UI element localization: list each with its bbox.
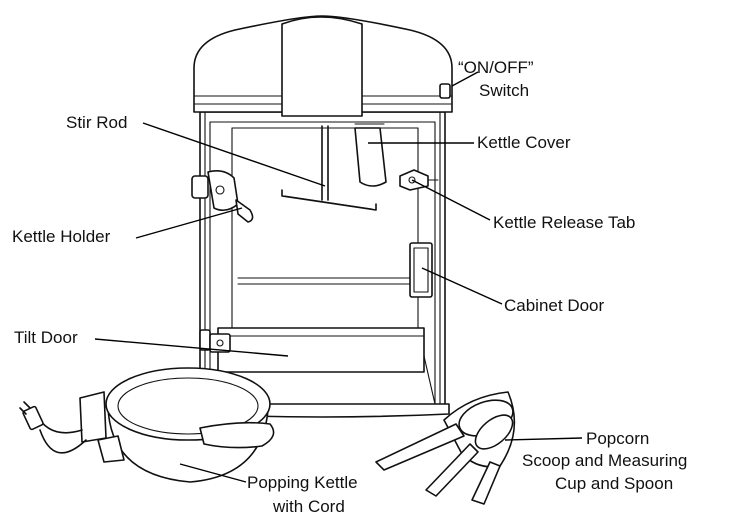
label-popcorn-line3: Cup and Spoon (555, 474, 673, 493)
label-on-off-line1: “ON/OFF” (458, 58, 534, 77)
kettle-holder (191, 170, 254, 223)
popping-kettle (19, 367, 275, 483)
part-labels: “ON/OFF” Switch Stir Rod Kettle Cover Ke… (12, 58, 687, 516)
label-popping-kettle-line1: Popping Kettle (247, 473, 358, 492)
leader-tilt-door (94, 338, 289, 357)
cabinet-door-handle (409, 242, 433, 298)
leader-kettle-holder (135, 207, 243, 239)
label-tilt-door: Tilt Door (14, 328, 78, 347)
label-popping-kettle-line2: with Cord (272, 497, 345, 516)
label-cabinet-door: Cabinet Door (504, 296, 605, 315)
label-stir-rod: Stir Rod (66, 113, 127, 132)
popcorn-machine-cabinet (191, 15, 453, 418)
on-off-switch (439, 83, 451, 99)
tilt-door (217, 327, 425, 373)
label-popcorn-line1: Popcorn (586, 429, 649, 448)
leader-popping-kettle (179, 463, 247, 483)
label-kettle-release-tab: Kettle Release Tab (493, 213, 635, 232)
label-kettle-holder: Kettle Holder (12, 227, 111, 246)
label-kettle-cover: Kettle Cover (477, 133, 571, 152)
leader-lines (94, 71, 583, 483)
hood-center-panel (281, 16, 363, 117)
label-on-off-line2: Switch (479, 81, 529, 100)
leader-cabinet-door (421, 267, 503, 305)
label-popcorn-line2: Scoop and Measuring (522, 451, 687, 470)
stir-rod (281, 125, 377, 211)
leader-popcorn-tools (504, 437, 583, 441)
leader-on-off (451, 71, 479, 87)
kettle-cover (354, 127, 387, 187)
leader-stir-rod (142, 122, 326, 187)
popcorn-scoop-cup-spoon (375, 391, 516, 505)
leader-kettle-release-tab (411, 179, 491, 221)
